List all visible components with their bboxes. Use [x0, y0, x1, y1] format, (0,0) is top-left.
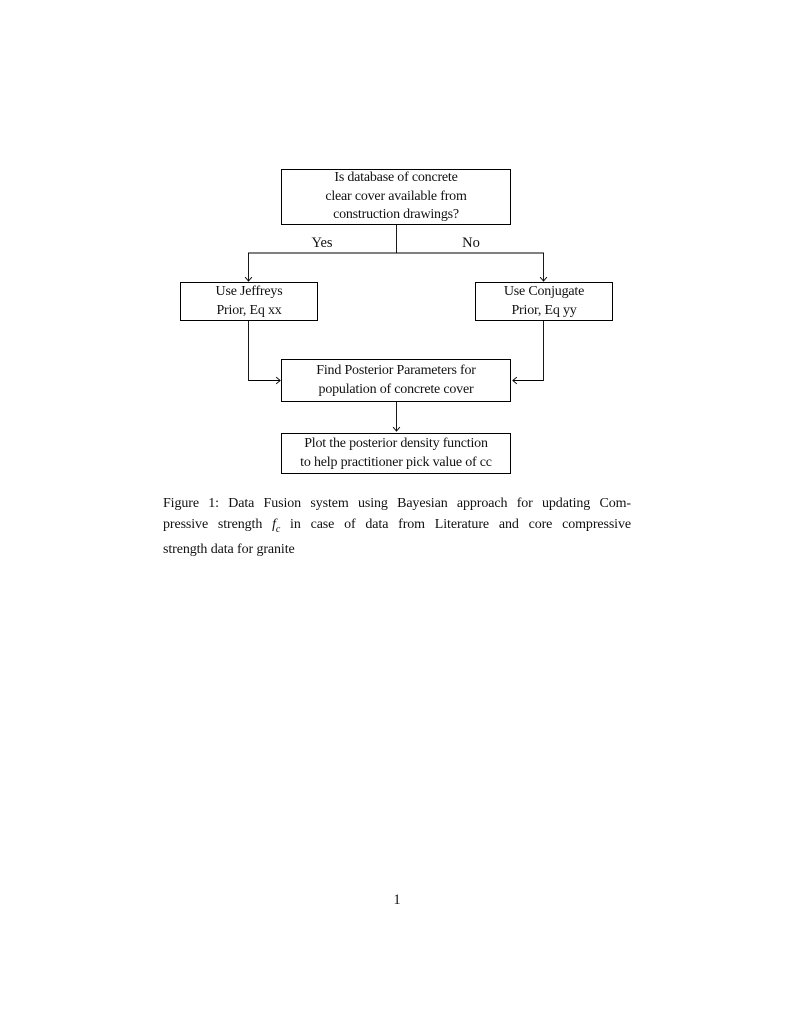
conjugate-prior-box-line1: Use Conjugate — [503, 284, 585, 299]
conjugate-prior-box: Use Conjugate Prior, Eq yy — [475, 282, 613, 321]
jeffreys-prior-box-line1: Use Jeffreys — [215, 284, 283, 299]
jeffreys-prior-box-line2: Prior, Eq xx — [216, 302, 282, 318]
plot-density-box-line1: Plot the posterior density function — [304, 436, 488, 451]
arrowhead-posterior-down — [392, 426, 401, 432]
plot-density-box: Plot the posterior density function to h… — [281, 433, 511, 474]
decision-box-line2: clear cover available from — [325, 188, 467, 204]
plot-density-box-line2: to help practitioner pick value of cc — [300, 454, 492, 470]
caption-line2-post: in case of data from Literature and core… — [290, 516, 631, 532]
caption-line-3: strength data for granite — [163, 541, 295, 557]
arrowhead-no-down — [539, 276, 548, 282]
decision-box-line1: Is database of concrete — [334, 170, 458, 186]
yes-branch-label: Yes — [311, 235, 333, 251]
fc-symbol-subscript: c — [275, 523, 281, 535]
page-number: 1 — [393, 892, 401, 908]
fc-math-symbol: fc — [272, 516, 281, 535]
jeffreys-prior-box: Use Jeffreys Prior, Eq xx — [180, 282, 318, 321]
figure-caption: Figure 1: Data Fusion system using Bayes… — [163, 494, 631, 561]
arrowhead-jeffreys-right — [275, 376, 281, 385]
posterior-parameters-box: Find Posterior Parameters for population… — [281, 359, 511, 402]
caption-line2-pre: pressive strength — [163, 516, 263, 532]
arrowhead-yes-down — [244, 276, 253, 282]
decision-box-line3: construction drawings? — [333, 207, 459, 223]
fc-symbol-base: f — [272, 516, 276, 532]
connector-conjugate-elbow — [512, 320, 544, 381]
caption-line-1: Figure 1: Data Fusion system using Bayes… — [163, 496, 631, 511]
posterior-parameters-box-line1: Find Posterior Parameters for — [316, 363, 476, 378]
arrowhead-conjugate-left — [512, 376, 518, 385]
conjugate-prior-box-line2: Prior, Eq yy — [511, 302, 577, 318]
decision-box: Is database of concrete clear cover avai… — [281, 169, 511, 225]
connector-jeffreys-elbow — [248, 320, 281, 381]
caption-line-2: pressive strength fc in case of data fro… — [163, 515, 631, 540]
posterior-parameters-box-line2: population of concrete cover — [318, 381, 474, 397]
no-branch-label: No — [462, 235, 480, 251]
